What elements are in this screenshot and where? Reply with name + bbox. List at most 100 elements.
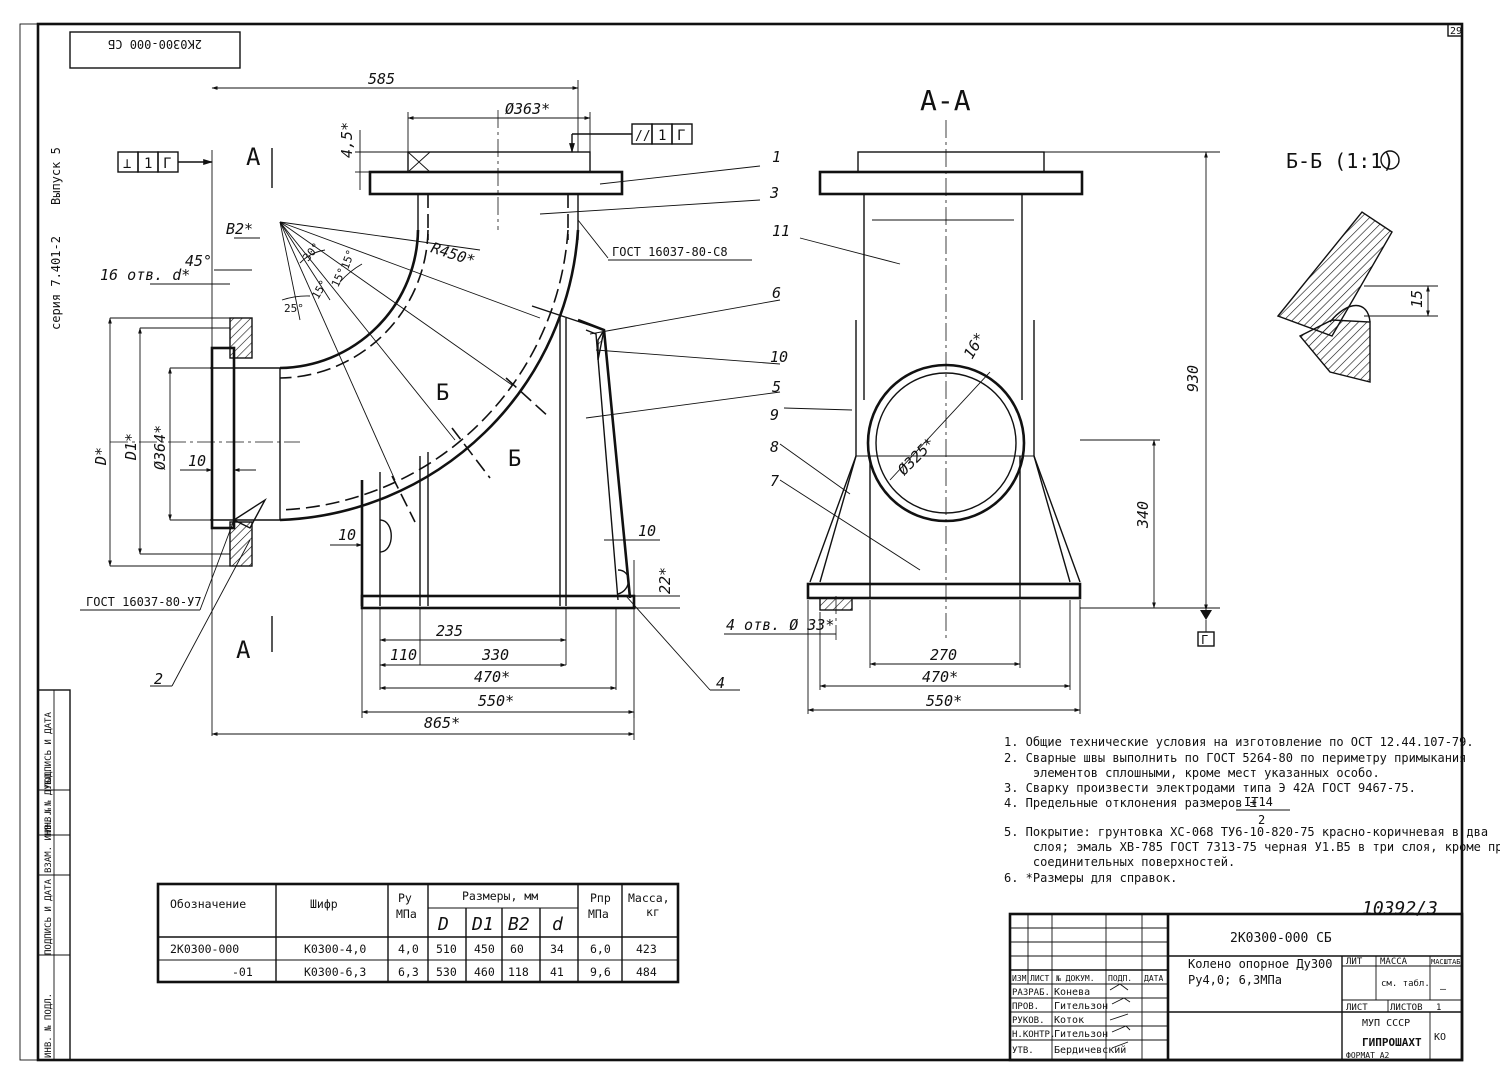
th-py-unit: МПа	[396, 907, 417, 921]
detail-dim-15: 15	[1408, 290, 1426, 308]
tb-doc-code: 2К0300-000 СБ	[1230, 931, 1332, 946]
th-D1: D1	[471, 914, 494, 935]
note-5b: слоя; эмаль ХВ-785 ГОСТ 7313-75 черная У…	[1004, 840, 1500, 854]
dim-585: 585	[368, 70, 395, 88]
tb-role-3: РУКОВ.	[1012, 1016, 1045, 1026]
tb-format: ФОРМАТ А2	[1346, 1051, 1390, 1060]
svg-text:118: 118	[508, 965, 529, 979]
base-plate	[360, 594, 636, 610]
note-2: 2. Сварные швы выполнить по ГОСТ 5264-80…	[1004, 751, 1466, 765]
title-block: 2К0300-000 СБ Колено опорное Ду300 Ру4,0…	[1008, 912, 1464, 1062]
tb-name-2: Ру4,0; 6,3МПа	[1188, 973, 1282, 987]
tb-name-role-4: Гительзон	[1054, 1029, 1108, 1040]
dim-364: Ø364*	[151, 425, 169, 470]
dim-16: 16*	[960, 330, 989, 362]
svg-text:484: 484	[636, 965, 657, 979]
margin-col-3: ВЗАМ. ИНВ. №	[44, 807, 54, 873]
dim-D: D*	[92, 447, 110, 466]
dim-10-mid: 10	[338, 526, 356, 544]
tb-sheet: ЛИСТ	[1346, 1003, 1368, 1013]
callout-8: 8	[770, 438, 779, 456]
th-mass: Масса,	[628, 891, 670, 905]
dim-D1: D1*	[122, 433, 140, 461]
section-a-bottom: А	[236, 636, 251, 664]
callout-9: 9	[770, 406, 779, 424]
callout-1: 1	[772, 148, 781, 166]
gost-top-label: ГОСТ 16037-80-С8	[612, 245, 728, 259]
dim-15deg-c: 15°	[339, 248, 358, 271]
dim-25deg: 25°	[284, 302, 304, 315]
tb-sheets-value: 1	[1436, 1003, 1441, 1013]
side-flange	[210, 346, 236, 530]
dim-270: 270	[930, 646, 957, 664]
svg-text:Г: Г	[677, 128, 685, 144]
svg-text:6,3: 6,3	[398, 965, 419, 979]
svg-text:6,0: 6,0	[590, 942, 611, 956]
tb-role-4: Н.КОНТР.	[1012, 1030, 1055, 1040]
dim-b2: В2*	[226, 220, 253, 238]
svg-text:1: 1	[144, 156, 152, 172]
section-b-2: Б	[508, 447, 521, 472]
tb-mass: МАССА	[1380, 957, 1408, 967]
svg-text://: //	[635, 129, 651, 144]
th-sizes: Размеры, мм	[462, 889, 538, 903]
tb-org-2: ГИПРОШАХТ	[1362, 1036, 1422, 1049]
dim-4-5: 4,5*	[338, 122, 356, 158]
radial-lines	[279, 221, 541, 481]
table-row: -01 К0300-6,3 6,3 530 460 118 41 9,6 484	[232, 965, 657, 979]
param-table: Обозначение Шифр Ру МПа Размеры, мм D D1…	[156, 882, 680, 984]
svg-text:41: 41	[550, 965, 564, 979]
tb-col-izm: ИЗМ	[1012, 974, 1027, 983]
series-label: серия 7.401-2	[49, 236, 63, 330]
th-mass-unit: кг	[646, 905, 660, 919]
th-code: Шифр	[310, 897, 338, 911]
dim-10-left: 10	[188, 452, 206, 470]
svg-text:4,0: 4,0	[398, 942, 419, 956]
dim-363: Ø363*	[505, 100, 550, 118]
main-view: ⊥ 1 Г // 1 Г	[80, 70, 788, 740]
note-1: 1. Общие технические условия на изготовл…	[1004, 735, 1474, 749]
section-view: А-А Г	[724, 84, 1220, 714]
dim-340: 340	[1134, 501, 1152, 529]
svg-text:460: 460	[474, 965, 495, 979]
tb-role-5: УТВ.	[1012, 1046, 1034, 1056]
dim-550: 550*	[478, 692, 514, 710]
tb-mass-value: см. табл.	[1381, 978, 1430, 989]
section-b-1: Б	[436, 381, 449, 406]
tb-org-1: МУП СССР	[1362, 1018, 1410, 1029]
callout-6: 6	[772, 284, 781, 302]
note-5: 5. Покрытие: грунтовка ХС-068 ТУ6-10-820…	[1004, 825, 1488, 839]
dim-holes-33: 4 отв. Ø 33*	[726, 616, 834, 634]
callout-4: 4	[716, 674, 725, 692]
dim-10-right: 10	[638, 522, 656, 540]
top-stamp-text: 2К0300-000 СБ	[108, 37, 202, 51]
gost-bottom-label: ГОСТ 16037-80-У7	[86, 595, 202, 609]
tb-col-list: ЛИСТ	[1030, 974, 1049, 983]
svg-text:530: 530	[436, 965, 457, 979]
section-title: А-А	[920, 84, 971, 117]
dim-470: 470*	[474, 668, 510, 686]
callout-10: 10	[770, 348, 788, 366]
th-D: D	[437, 914, 449, 935]
th-ppr-unit: МПа	[588, 907, 609, 921]
tb-name-role-3: Коток	[1054, 1015, 1084, 1026]
svg-text:34: 34	[550, 942, 564, 956]
dim-865: 865*	[424, 714, 460, 732]
tb-sheets: ЛИСТОВ	[1390, 1003, 1423, 1013]
note-4-den: 2	[1258, 813, 1265, 827]
notes: 1. Общие технические условия на изготовл…	[1004, 735, 1500, 885]
svg-text:60: 60	[510, 942, 524, 956]
tb-col-doc: № ДОКУМ.	[1055, 974, 1095, 983]
top-flange	[368, 170, 624, 196]
callout-11: 11	[772, 222, 790, 240]
section-a-top: А	[246, 143, 261, 171]
issue-label: Выпуск 5	[49, 147, 63, 205]
detail-title: Б-Б (1:1)	[1286, 149, 1394, 173]
datum-g: Г	[1201, 633, 1208, 647]
margin-col-1: ИНВ. № ПОДЛ.	[44, 993, 54, 1058]
tb-col-sign: ПОДП.	[1108, 974, 1132, 983]
detail-view: Б-Б (1:1) 15	[1276, 149, 1438, 383]
tb-role-1: РАЗРАБ.	[1012, 988, 1050, 998]
dim-550-sec: 550*	[926, 692, 962, 710]
dim-30deg: 30°	[300, 240, 323, 264]
